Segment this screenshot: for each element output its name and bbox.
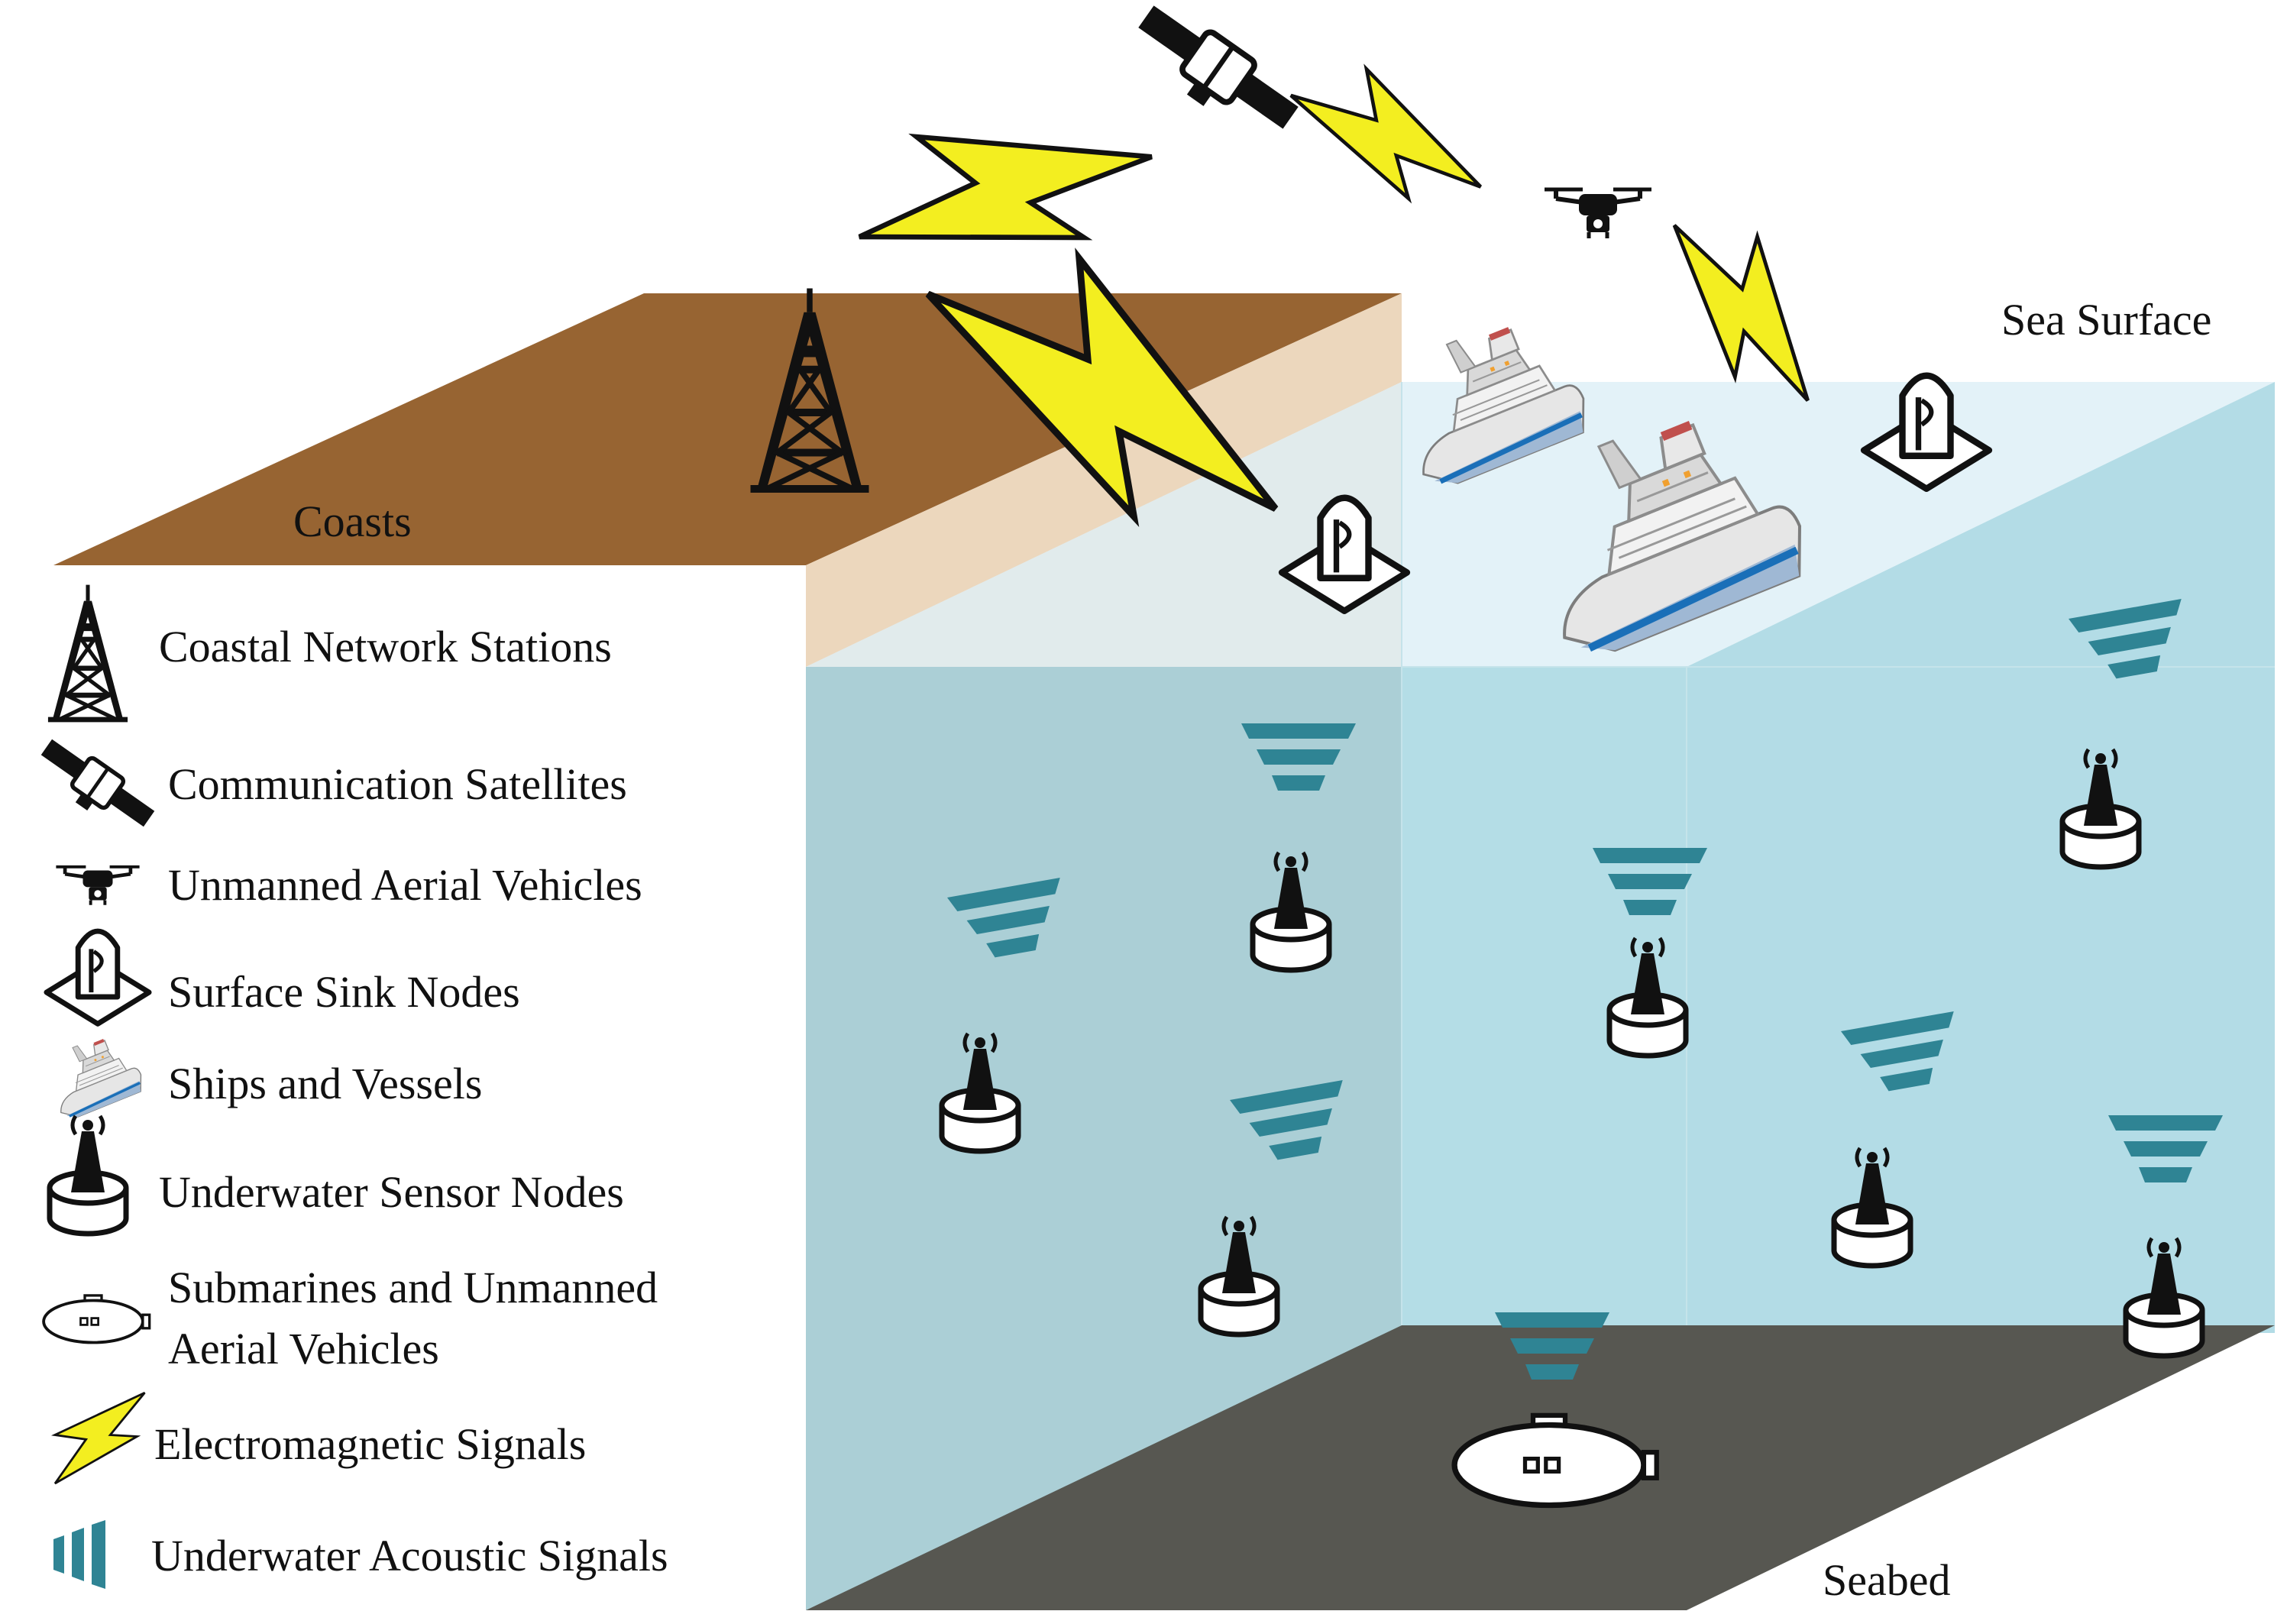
coast-front <box>53 565 806 1619</box>
sea-surface-label: Sea Surface <box>2001 295 2211 345</box>
legend-label-submarines-line-2: Aerial Vehicles <box>168 1324 439 1373</box>
em-signal-satellite-to-drone <box>1278 58 1496 209</box>
legend-label-ships-and-vessels: Ships and Vessels <box>168 1059 482 1108</box>
em-signal-tower-to-satellite <box>830 37 1169 338</box>
coasts-label: Coasts <box>293 497 412 546</box>
drone-icon <box>1545 189 1651 238</box>
legend-label-communication-satellites: Communication Satellites <box>168 759 627 809</box>
legend-label-submarines-line-1: Submarines and Unmanned <box>168 1263 658 1312</box>
sea-surface-shade <box>806 382 1402 667</box>
legend-label-electromagnetic-signals: Electromagnetic Signals <box>154 1419 586 1469</box>
legend-label-coastal-network-stations: Coastal Network Stations <box>159 622 612 671</box>
legend-label-unmanned-aerial-vehicles: Unmanned Aerial Vehicles <box>168 860 642 910</box>
legend-label-underwater-acoustic-signals: Underwater Acoustic Signals <box>151 1531 668 1580</box>
legend-label-surface-sink-nodes: Surface Sink Nodes <box>168 967 520 1017</box>
legend: Coastal Network Stations Communication S… <box>30 585 668 1589</box>
legend-acoustic-icon <box>53 1520 105 1589</box>
water-middle-face <box>1402 667 1687 1333</box>
legend-label-underwater-sensor-nodes: Underwater Sensor Nodes <box>159 1167 624 1217</box>
seabed-label: Seabed <box>1823 1555 1951 1605</box>
satellite-icon <box>1123 0 1305 150</box>
